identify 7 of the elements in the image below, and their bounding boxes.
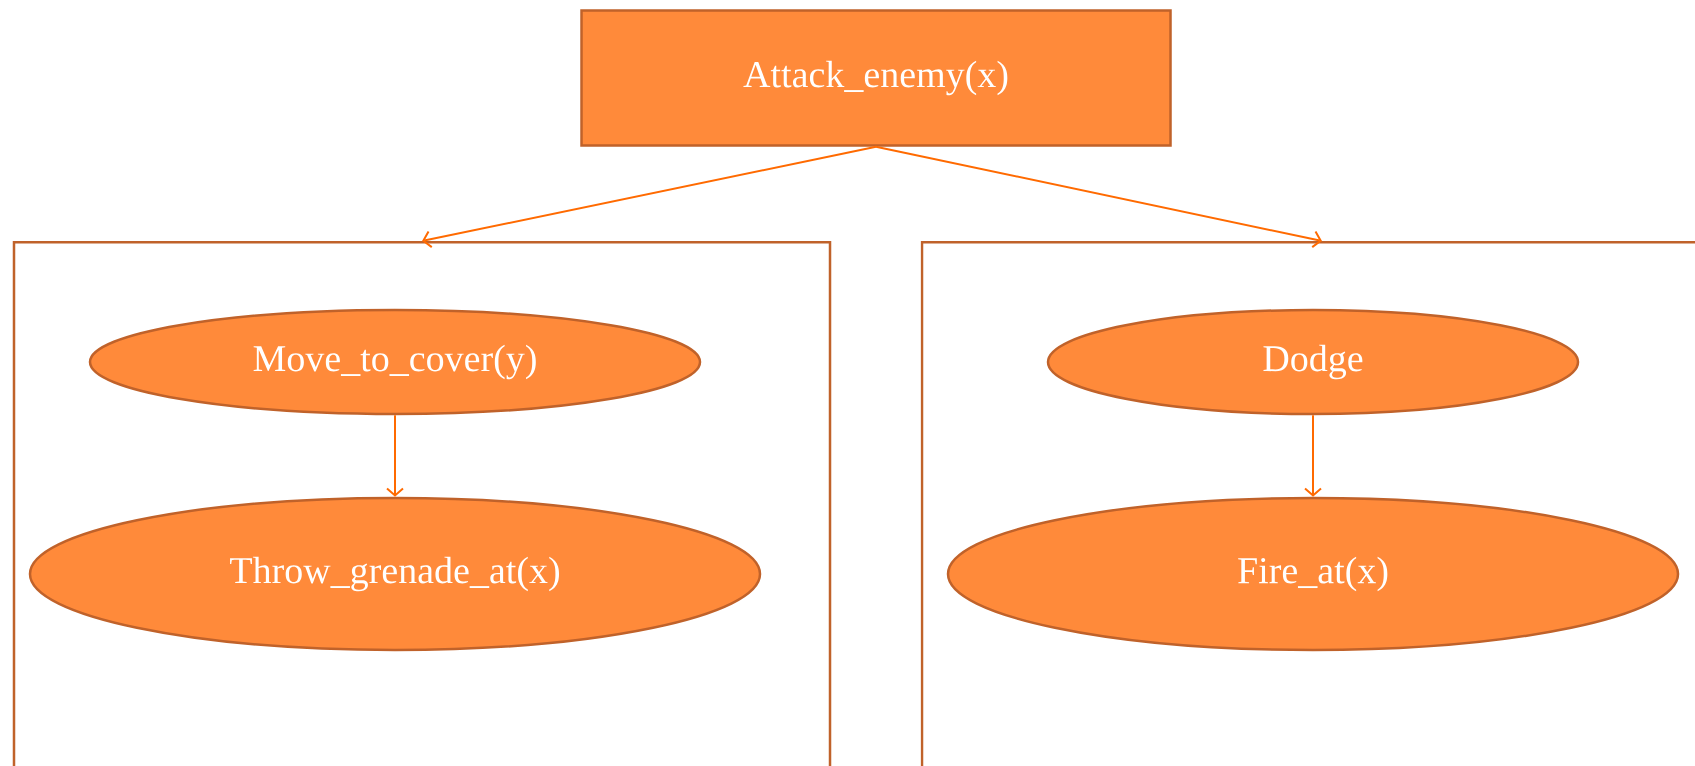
arrow [386,414,404,497]
method-panel [920,241,1695,766]
method-panel [12,241,832,766]
arrow [422,145,877,249]
task-box: Attack_enemy(x) [580,9,1172,147]
arrow [875,145,1322,249]
arrow [1304,414,1322,497]
